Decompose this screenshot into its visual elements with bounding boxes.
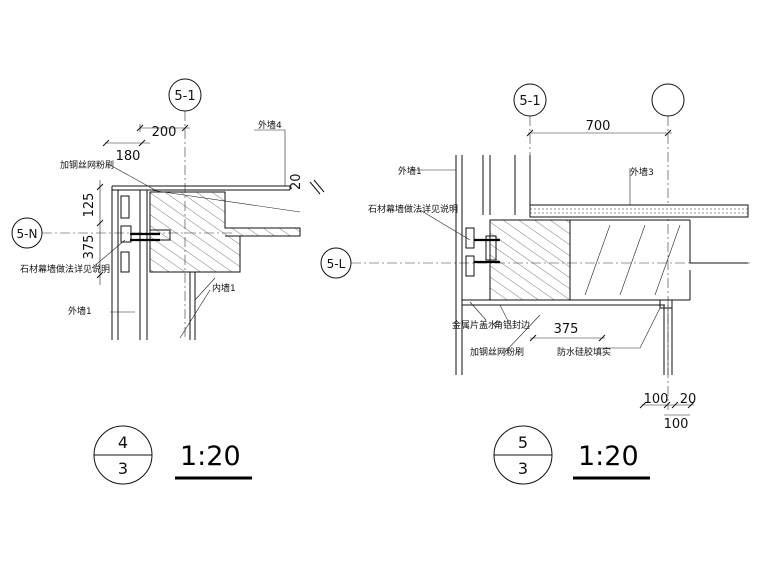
detail-number: 5 bbox=[518, 433, 528, 452]
dim-200: 200 bbox=[152, 125, 177, 140]
label-waterproof-sealant: 防水硅胶填实 bbox=[557, 346, 611, 358]
axis-label-top: 5-1 bbox=[519, 94, 540, 109]
dim-700: 700 bbox=[586, 119, 611, 134]
dim-375: 375 bbox=[554, 322, 579, 337]
detail-4-drawing: 5-1 200 180 125 375 5-N bbox=[11, 78, 325, 485]
label-exterior-wall-3: 外墙3 bbox=[630, 166, 654, 178]
axis-label-top: 5-1 bbox=[174, 89, 195, 104]
floor-slab bbox=[529, 204, 749, 218]
label-exterior-wall-1: 外墙1 bbox=[68, 305, 92, 317]
dim-375: 375 bbox=[82, 235, 97, 260]
axis-label-left: 5-L bbox=[327, 257, 346, 271]
label-stone-curtain-wall: 石材幕墙做法详见说明 bbox=[368, 203, 458, 215]
label-exterior-wall-4: 外墙4 bbox=[258, 119, 282, 131]
label-exterior-wall-1: 外墙1 bbox=[398, 165, 422, 177]
dim-20: 20 bbox=[680, 392, 697, 407]
axis-bubble-blank bbox=[651, 83, 685, 117]
detail-number: 4 bbox=[118, 433, 128, 452]
concrete-beam-section bbox=[149, 191, 301, 273]
label-mesh-plaster: 加钢丝网粉刷 bbox=[60, 159, 114, 171]
dim-125: 125 bbox=[82, 193, 97, 218]
dim-180: 180 bbox=[116, 149, 141, 164]
label-stone-curtain-wall: 石材幕墙做法详见说明 bbox=[20, 263, 110, 275]
concrete-beam-section bbox=[489, 219, 571, 301]
scale-label: 1:20 bbox=[180, 441, 241, 472]
label-metal-flashing: 金属片盖水 bbox=[452, 319, 497, 331]
label-aluminum-edge: 角铝封边 bbox=[494, 319, 530, 331]
dim-100-a: 100 bbox=[644, 392, 669, 407]
sheet-number: 3 bbox=[518, 459, 528, 478]
label-mesh-plaster: 加钢丝网粉刷 bbox=[470, 346, 524, 358]
sheet-number: 3 bbox=[118, 459, 128, 478]
label-interior-wall-1: 内墙1 bbox=[212, 282, 236, 294]
axis-label-left: 5-N bbox=[17, 227, 38, 241]
dim-100-b: 100 bbox=[664, 417, 689, 432]
scale-label: 1:20 bbox=[578, 441, 639, 472]
detail-5-drawing: 5-1 700 5-L bbox=[320, 83, 750, 485]
dim-20: 20 bbox=[289, 173, 304, 190]
